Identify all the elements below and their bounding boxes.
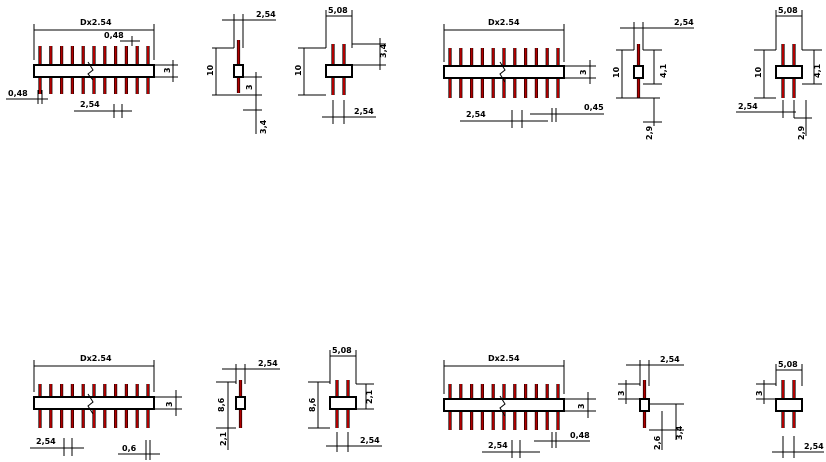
end-top-label: 3,4: [379, 43, 388, 58]
end-total-label: 10: [294, 64, 303, 76]
end-view-bottom-right: 5,08 3 2,54: [755, 360, 824, 458]
height-label: 3: [165, 401, 174, 407]
end-tail-label: 2,9: [797, 125, 806, 140]
side-tail-a-label: 2,6: [653, 435, 662, 450]
side-view-top-right: 2,54 10 4,1 2,9: [612, 18, 694, 140]
end-top-label: 3: [755, 390, 764, 396]
front-view-bottom-right: Dx2.54 3 2,54 0,48: [443, 354, 596, 458]
end-width-label: 5,08: [332, 346, 352, 355]
end-upper-label: 4,1: [813, 63, 822, 78]
side-top-label: 3: [617, 390, 626, 396]
pitch-label: 2,54: [466, 110, 486, 119]
side-upper-label: 4,1: [659, 63, 668, 78]
pin-width-label: 0,45: [584, 103, 604, 112]
side-tail-label: 2,9: [645, 125, 654, 140]
side-tail-label: 2,1: [219, 431, 228, 446]
front-view-bottom-left: Dx2.54 3 2,54 0,6: [30, 354, 182, 460]
length-label: Dx2.54: [80, 18, 112, 27]
side-total-label: 8,6: [217, 397, 226, 412]
side-total-label: 10: [206, 64, 215, 76]
side-tail-b-label: 3,4: [675, 425, 684, 440]
end-pitch-label: 2,54: [804, 442, 824, 451]
end-width-label: 5,08: [778, 6, 798, 15]
height-label: 3: [163, 67, 172, 73]
pitch-label: 2,54: [488, 441, 508, 450]
side-pitch-label: 2,54: [674, 18, 694, 27]
end-pitch-label: 2,54: [354, 107, 374, 116]
pin-width-label: 0,48: [104, 31, 124, 40]
end-pitch-label: 2,54: [738, 102, 758, 111]
pin-width-label: 0,6: [122, 444, 137, 453]
end-view-top-right: 5,08 10 4,1 2,54 2,9: [736, 6, 822, 140]
length-label: Dx2.54: [488, 354, 520, 363]
end-total-label: 8,6: [308, 397, 317, 412]
end-pitch-label: 2,54: [360, 436, 380, 445]
side-pitch-label: 2,54: [258, 359, 278, 368]
offset-label: 0,48: [8, 89, 28, 98]
length-label: Dx2.54: [80, 354, 112, 363]
end-view-top-left: 5,08 10 3,4 2,54: [294, 6, 388, 124]
side-total-label: 10: [612, 66, 621, 78]
end-upper-label: 2,1: [365, 389, 374, 404]
end-width-label: 5,08: [778, 360, 798, 369]
end-view-bottom-left: 5,08 8,6 2,1 2,54: [308, 346, 382, 452]
front-view-top-left: Dx2.54 0,48 3 0,48 2,54: [6, 18, 178, 118]
pitch-label: 2,54: [80, 100, 100, 109]
pin-width-label: 0,48: [570, 431, 590, 440]
length-label: Dx2.54: [488, 18, 520, 27]
side-pitch-label: 2,54: [660, 355, 680, 364]
height-label: 3: [579, 69, 588, 75]
pitch-label: 2,54: [36, 437, 56, 446]
end-width-label: 5,08: [328, 6, 348, 15]
side-body-label: 3: [245, 84, 254, 90]
side-view-bottom-right: 2,54 3 2,6 3,4: [617, 355, 684, 450]
height-label: 3: [577, 403, 586, 409]
front-view-top-right: Dx2.54 3 2,54 0,45: [443, 18, 604, 128]
side-view-top-left: 2,54 10 3 3,4: [206, 10, 276, 134]
side-view-bottom-left: 2,54 8,6 2,1: [216, 359, 280, 450]
side-pitch-label: 2,54: [256, 10, 276, 19]
end-total-label: 10: [754, 66, 763, 78]
side-tail-label: 3,4: [259, 119, 268, 134]
